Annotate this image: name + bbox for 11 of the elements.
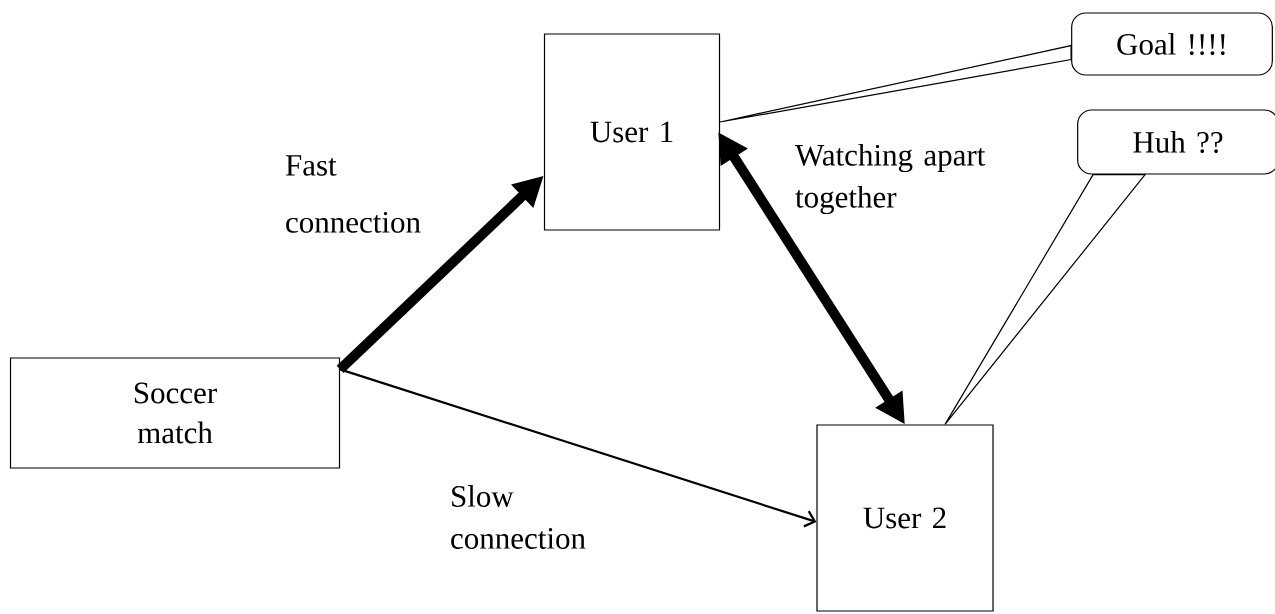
process-box: Soccer match (9, 357, 341, 469)
speech-bubble: Huh ?? (1077, 109, 1275, 175)
edge-label: Watching apart together (795, 143, 986, 215)
edge-label: Slow connection (451, 485, 586, 549)
arrow (339, 368, 817, 528)
speech-tail (719, 44, 1072, 123)
speech-tail (944, 174, 1147, 425)
process-box: User 1 (543, 33, 721, 231)
edge-label: Fast connection (285, 155, 421, 233)
process-box: User 2 (816, 424, 994, 612)
speech-bubble: Goal !!!! (1071, 12, 1273, 76)
